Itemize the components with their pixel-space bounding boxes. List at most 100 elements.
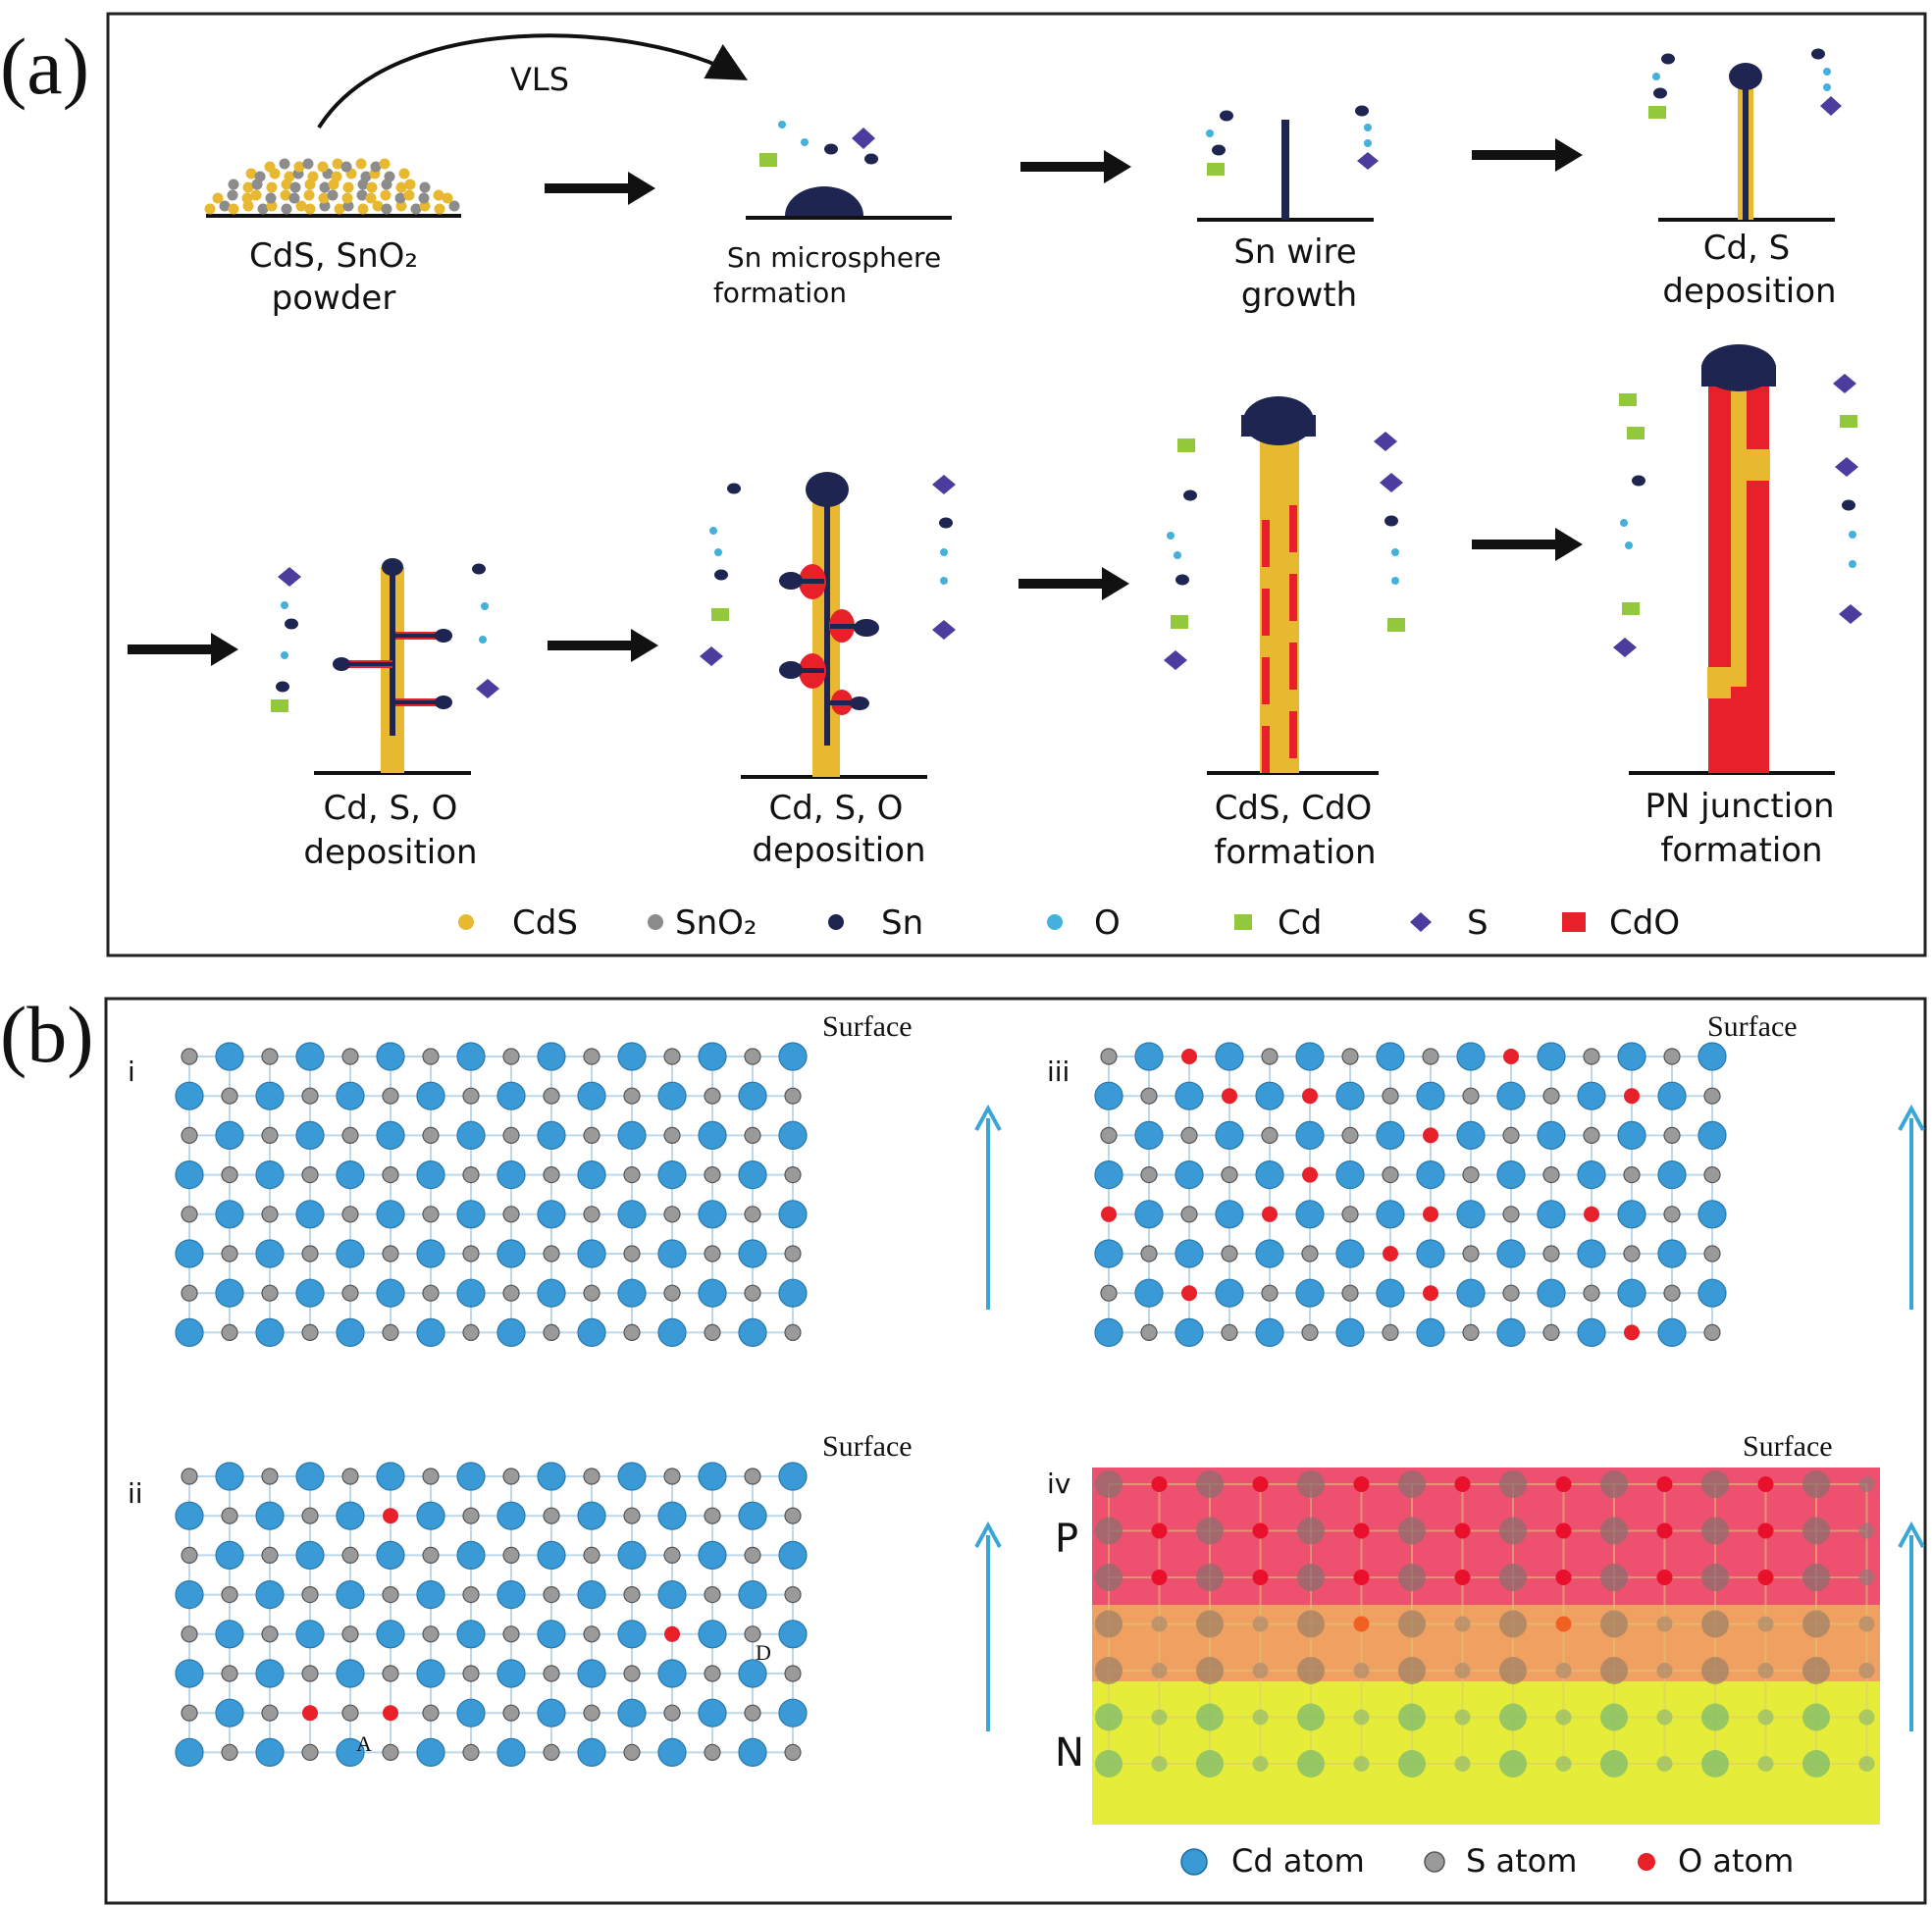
s-atom xyxy=(583,1284,600,1302)
sn-dot xyxy=(1632,475,1645,487)
cd-atom xyxy=(295,1278,325,1308)
s-atom xyxy=(623,1507,641,1524)
subpanel-iii-label: iii xyxy=(1047,1056,1070,1088)
s-atom xyxy=(663,1048,681,1065)
vls-label: VLS xyxy=(510,61,569,98)
cds-particle xyxy=(228,203,239,215)
s-atom xyxy=(784,1245,802,1263)
s-atom xyxy=(382,1585,399,1604)
s-atom xyxy=(502,1468,520,1485)
cd-atom xyxy=(577,1081,606,1110)
cd-atom xyxy=(295,1200,325,1229)
cd-atom xyxy=(336,1737,365,1768)
surface-label-ii: Surface xyxy=(822,1430,913,1463)
cd-atom xyxy=(1295,1200,1325,1229)
s-atom xyxy=(583,1206,600,1223)
s-atom xyxy=(1703,1245,1721,1263)
cd-atom xyxy=(778,1042,808,1071)
cd-atom xyxy=(1617,1042,1646,1071)
cd-atom xyxy=(617,1200,647,1229)
cd-atom xyxy=(1295,1120,1325,1151)
cd-atom xyxy=(215,1540,244,1571)
legend-cd-atom-marker xyxy=(1180,1848,1208,1876)
s-diamond xyxy=(1835,457,1858,477)
s-atom xyxy=(261,1126,279,1145)
process-arrowhead-6 xyxy=(1102,567,1129,600)
cds-particle xyxy=(342,181,354,193)
s-atom xyxy=(1140,1245,1158,1263)
cd-atom xyxy=(1175,1160,1204,1190)
s-atom xyxy=(663,1468,681,1485)
cd-atom xyxy=(617,1620,647,1649)
o-dot xyxy=(481,602,489,610)
cd-atom xyxy=(1297,1703,1325,1731)
cd-atom xyxy=(1094,1081,1123,1110)
cds-particle xyxy=(332,158,343,170)
cd-atom xyxy=(1297,1657,1325,1684)
s-atom xyxy=(502,1704,520,1722)
s-atom xyxy=(1341,1048,1359,1065)
s-diamond xyxy=(932,620,956,640)
s-atom xyxy=(663,1284,681,1302)
s-atom xyxy=(221,1665,238,1682)
cd-atom xyxy=(376,1278,405,1308)
cd-atom xyxy=(1496,1317,1526,1348)
s-atom xyxy=(1583,1048,1600,1065)
sn-core xyxy=(1743,77,1749,220)
s-atom xyxy=(784,1585,802,1604)
o-dot xyxy=(1823,68,1831,76)
cds-particle xyxy=(442,192,453,204)
legend-s-atom-label: S atom xyxy=(1466,1842,1577,1880)
cds-particle xyxy=(419,200,431,212)
legend-sn-label: Sn xyxy=(881,903,923,943)
s-atom xyxy=(1555,1663,1572,1678)
s-atom xyxy=(663,1126,681,1145)
o-atom xyxy=(1353,1616,1370,1632)
lattice-i xyxy=(175,1042,808,1348)
cd-atom xyxy=(1802,1750,1830,1778)
s-atom xyxy=(301,1245,319,1263)
sn-dot xyxy=(727,483,741,494)
s-atom xyxy=(422,1546,440,1565)
s-atom xyxy=(261,1284,279,1302)
cds-particle xyxy=(266,181,278,193)
cds-particle xyxy=(379,158,391,170)
s-atom xyxy=(1180,1206,1198,1223)
cd-atom xyxy=(1094,1239,1123,1268)
s-atom xyxy=(704,1323,721,1342)
sno2-particle xyxy=(228,179,239,190)
cd-atom xyxy=(1134,1042,1164,1071)
sno2-particle xyxy=(219,200,231,212)
s-atom xyxy=(1583,1126,1600,1145)
cd-atom xyxy=(496,1317,526,1348)
cd-atom xyxy=(496,1737,526,1768)
o-atom xyxy=(1624,1324,1640,1341)
cd-atom xyxy=(255,1579,285,1610)
s-atom xyxy=(623,1585,641,1604)
s-atom xyxy=(261,1468,279,1485)
cd-atom xyxy=(1499,1564,1527,1591)
cd-atom xyxy=(1499,1703,1527,1731)
sno2-particle xyxy=(327,189,339,201)
sn-branch-tip xyxy=(435,696,452,709)
cd-square xyxy=(1619,393,1637,406)
o-dot xyxy=(1849,531,1856,539)
s-atom xyxy=(1663,1206,1681,1223)
step-5-caption-line1: Cd, S, O xyxy=(324,789,458,828)
cd-atom xyxy=(1499,1610,1527,1638)
cd-atom xyxy=(255,1081,285,1110)
cd-atom xyxy=(1697,1120,1727,1151)
cd-atom xyxy=(255,1317,285,1348)
cd-atom xyxy=(295,1042,325,1071)
cd-atom xyxy=(255,1737,285,1768)
cd-atom xyxy=(376,1042,405,1071)
process-arrowhead-4 xyxy=(211,633,238,666)
cd-atom xyxy=(577,1239,606,1268)
cd-atom xyxy=(456,1042,486,1071)
cd-atom xyxy=(175,1579,204,1610)
process-arrowhead-2 xyxy=(1104,150,1131,183)
s-atom xyxy=(382,1087,399,1105)
s-atom xyxy=(1502,1206,1520,1223)
cd-atom xyxy=(1600,1610,1628,1638)
o-atom xyxy=(1302,1166,1318,1183)
